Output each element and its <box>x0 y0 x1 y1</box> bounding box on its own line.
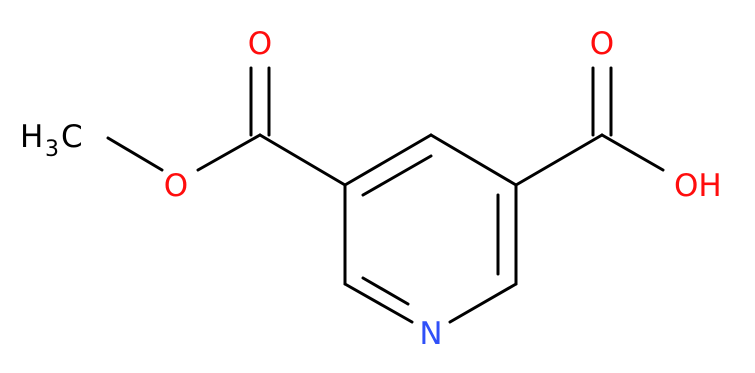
bond-ring-to-ester-carbon <box>258 133 347 187</box>
ester-carbonyl-oxygen-label: O <box>248 26 272 62</box>
ester-oxygen-label: O <box>164 168 188 204</box>
acid-carbonyl-oxygen-label: O <box>590 26 614 62</box>
methyl-carbon-label: C <box>61 119 83 155</box>
bond-ring-double-c5-c4 <box>361 154 433 197</box>
bond-ring-double-n-c6 <box>361 276 410 306</box>
carboxylic-acid-group <box>514 66 665 187</box>
nitrogen-atom-label: N <box>419 316 442 352</box>
hydroxyl-label: OH <box>674 168 722 204</box>
methyl-ester-group <box>106 66 347 187</box>
bond-acid-carbon-to-oh <box>600 133 665 172</box>
bond-ester-carbon-to-oxygen <box>196 133 262 172</box>
bond-ring-c2-n <box>448 282 518 324</box>
methyl-subscript-label: 3 <box>45 137 59 162</box>
bond-ring-c5-c4 <box>343 133 433 187</box>
bond-ring-n-c6 <box>343 282 414 324</box>
bond-ring-to-acid-carbon <box>514 133 604 187</box>
methyl-hydrogen-label: H <box>20 119 43 155</box>
bond-oxygen-to-methyl <box>106 136 164 172</box>
bond-ring-c4-c3 <box>429 133 518 187</box>
pyridine-ring <box>343 133 518 324</box>
